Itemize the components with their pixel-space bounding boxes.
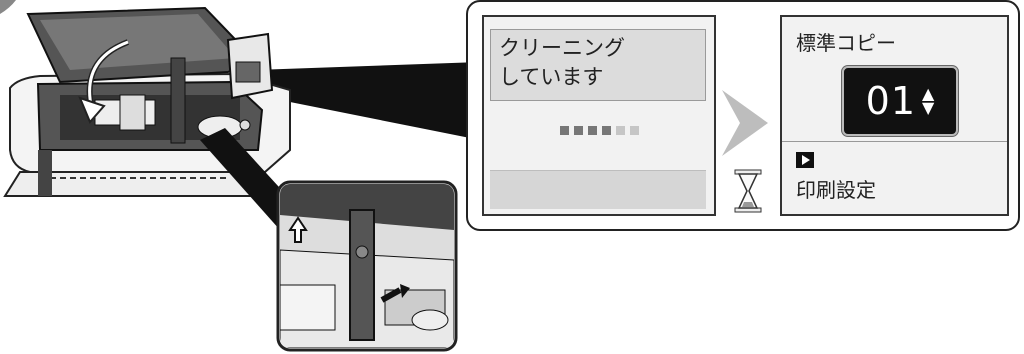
progress-dot [616,126,625,135]
cleaning-message-line1: クリーニング [499,34,697,63]
hourglass-icon [733,168,763,214]
print-settings-label: 印刷設定 [796,174,876,203]
printer-detail-inset-icon [278,182,456,350]
cleaning-message: クリーニング しています [490,29,706,101]
up-down-arrows-icon: ▲▼ [922,87,934,115]
play-icon [796,152,814,168]
progress-dot [560,126,569,135]
lcd-screen-cleaning: クリーニング しています [482,15,716,216]
copy-count-box[interactable]: 01 ▲▼ [842,66,958,136]
progress-dot [602,126,611,135]
chevron-right-icon [720,88,770,158]
divider [782,141,1007,142]
progress-dots [560,126,639,135]
progress-dot [574,126,583,135]
lcd-screen-copy: 標準コピー 01 ▲▼ 印刷設定 [780,15,1009,216]
progress-dot [630,126,639,135]
screen-bottom-bar [490,170,706,209]
cleaning-message-line2: しています [499,63,697,92]
copy-count-value: 01 [866,79,916,123]
progress-dot [588,126,597,135]
screen-title: 標準コピー [796,27,896,56]
